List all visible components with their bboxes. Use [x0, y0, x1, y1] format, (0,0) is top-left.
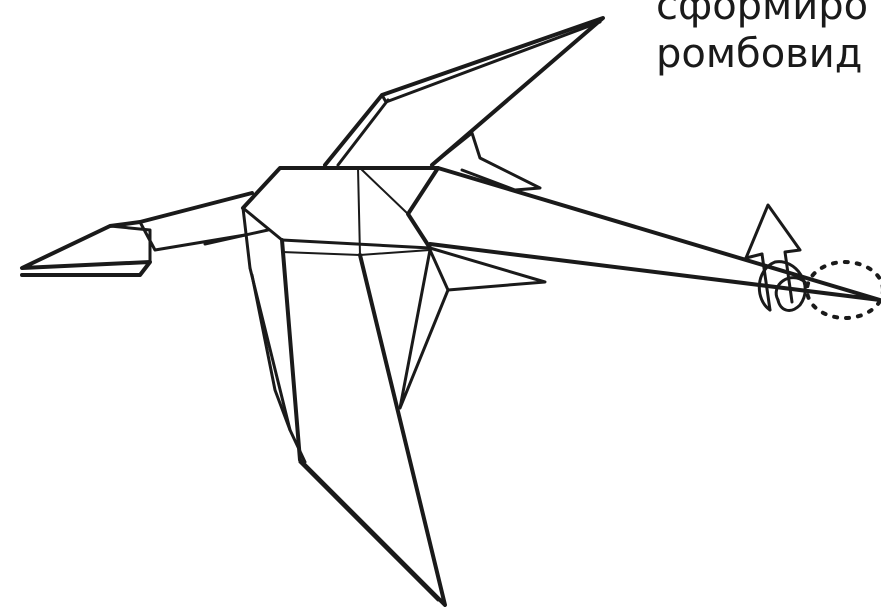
body: [243, 168, 438, 268]
upper-wing: [325, 18, 603, 190]
head: [22, 193, 268, 275]
curved-rotation-arrow-icon: [746, 205, 805, 310]
lower-wing: [250, 240, 445, 605]
